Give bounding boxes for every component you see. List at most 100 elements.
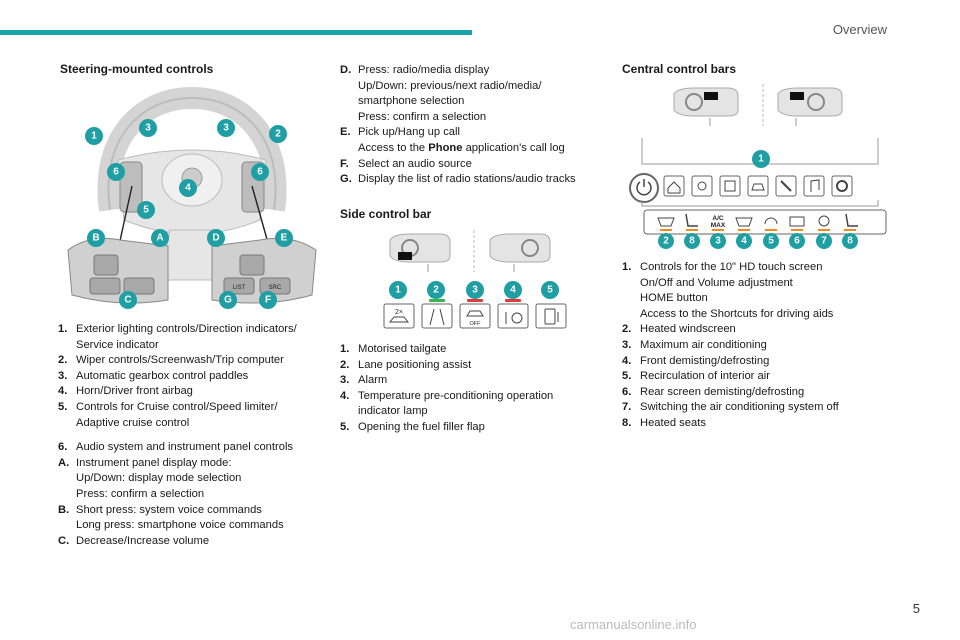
svg-text:6: 6 <box>257 167 263 178</box>
svg-text:1: 1 <box>395 285 401 296</box>
fuel-flap-button[interactable] <box>535 303 567 329</box>
list-item: 4.Temperature pre-conditioning operation… <box>340 389 554 418</box>
svg-text:4: 4 <box>510 285 516 296</box>
phone-shortcut-button[interactable] <box>775 175 797 197</box>
car-shortcut-button[interactable] <box>747 175 769 197</box>
svg-text:2: 2 <box>433 285 439 296</box>
lane-assist-button[interactable] <box>421 299 453 329</box>
side-bar-list: 1.Motorised tailgate 2.Lane positioning … <box>340 342 610 436</box>
power-volume-knob[interactable] <box>629 173 659 203</box>
central-badge-4: 4 <box>736 233 752 249</box>
svg-text:OFF: OFF <box>470 321 482 327</box>
badge-4: 4 <box>179 179 197 197</box>
svg-text:D: D <box>212 233 219 244</box>
badge-f: F <box>259 291 277 309</box>
list-item: 7.Switching the air conditioning system … <box>622 401 839 414</box>
list-item: 4.Front demisting/defrosting <box>622 354 770 367</box>
central-badge-8-left: 8 <box>684 233 700 249</box>
header-accent-bar <box>0 30 472 35</box>
list-item: 2.Lane positioning assist <box>340 358 472 371</box>
car-top-view-right <box>777 87 843 126</box>
home-shortcut-button[interactable] <box>663 175 685 197</box>
central-badge-7: 7 <box>816 233 832 249</box>
central-badge-3: 3 <box>710 233 726 249</box>
side-bar-title: Side control bar <box>340 207 432 221</box>
list-item: F.Select an audio source <box>340 157 472 170</box>
badge-g: G <box>219 291 237 309</box>
svg-text:B: B <box>92 233 99 244</box>
steering-title: Steering-mounted controls <box>60 62 214 76</box>
badge-e: E <box>275 229 293 247</box>
badge-1: 1 <box>85 127 103 145</box>
badge-6-left: 6 <box>107 163 125 181</box>
list-item: 5.Controls for Cruise control/Speed limi… <box>58 400 278 429</box>
list-item: 1.Motorised tailgate <box>340 343 447 355</box>
car-top-view-left <box>389 233 451 272</box>
list-item: 5.Opening the fuel filler flap <box>340 420 485 433</box>
watermark: carmanualsonline.info <box>570 617 697 632</box>
svg-text:2: 2 <box>275 129 281 140</box>
list-item: A.Instrument panel display mode:Up/Down:… <box>58 456 242 500</box>
svg-text:3: 3 <box>472 285 478 296</box>
badge-b: B <box>87 229 105 247</box>
svg-text:A: A <box>156 233 163 244</box>
badge-3-right: 3 <box>217 119 235 137</box>
side-badge-4: 4 <box>504 281 522 299</box>
svg-text:G: G <box>224 295 232 306</box>
tailgate-button[interactable]: 2× <box>383 303 415 329</box>
steering-controls-list: 1.Exterior lighting controls/Direction i… <box>58 322 328 549</box>
list-item: 8.Heated seats <box>622 416 706 429</box>
badge-c: C <box>119 291 137 309</box>
svg-text:2: 2 <box>663 236 669 247</box>
recirculation-button[interactable] <box>764 217 778 231</box>
badge-6-right: 6 <box>251 163 269 181</box>
side-badge-2: 2 <box>427 281 445 299</box>
central-badge-8-right: 8 <box>842 233 858 249</box>
heated-seat-button-left[interactable] <box>685 213 698 231</box>
list-item: 1.Exterior lighting controls/Direction i… <box>58 323 297 351</box>
car-top-view-right <box>489 233 551 272</box>
svg-text:4: 4 <box>741 236 747 247</box>
svg-text:3: 3 <box>715 236 721 247</box>
settings-shortcut-button[interactable] <box>831 175 853 197</box>
rear-demist-button[interactable] <box>789 216 805 231</box>
list-item: 5.Recirculation of interior air <box>622 370 770 383</box>
badge-a: A <box>151 229 169 247</box>
list-item: 6.Rear screen demisting/defrosting <box>622 385 805 398</box>
apps-shortcut-button[interactable] <box>719 175 741 197</box>
ac-off-button[interactable] <box>818 215 830 231</box>
car-top-view-left <box>673 87 739 126</box>
svg-text:5: 5 <box>768 236 774 247</box>
front-demist-button[interactable] <box>735 217 753 231</box>
heated-windscreen-button[interactable] <box>657 217 675 231</box>
media-shortcut-button[interactable] <box>803 175 825 197</box>
svg-text:4: 4 <box>185 183 191 194</box>
badge-5: 5 <box>137 201 155 219</box>
central-badge-2: 2 <box>658 233 674 249</box>
svg-text:1: 1 <box>758 154 764 165</box>
alarm-button[interactable]: OFF <box>459 299 491 329</box>
central-badge-5: 5 <box>763 233 779 249</box>
svg-text:F: F <box>265 295 271 306</box>
svg-text:E: E <box>281 233 288 244</box>
list-button-label: LIST <box>233 285 246 291</box>
list-item: 3.Maximum air conditioning <box>622 338 767 351</box>
svg-text:2×: 2× <box>395 309 403 316</box>
heated-seat-button-right[interactable] <box>844 213 858 231</box>
side-control-bar-illustration: 1 2 3 4 5 2× OFF <box>383 230 567 329</box>
steering-wheel-illustration: LIST SRC 1 2 3 3 4 5 6 6 A B C D E F G <box>67 86 317 309</box>
climate-shortcut-button[interactable] <box>691 175 713 197</box>
list-item: 3.Alarm <box>340 374 388 387</box>
side-badge-1: 1 <box>389 281 407 299</box>
central-badge-6: 6 <box>789 233 805 249</box>
svg-text:8: 8 <box>689 236 695 247</box>
side-badge-3: 3 <box>466 281 484 299</box>
preconditioning-button[interactable] <box>497 299 529 329</box>
svg-text:3: 3 <box>223 123 229 134</box>
